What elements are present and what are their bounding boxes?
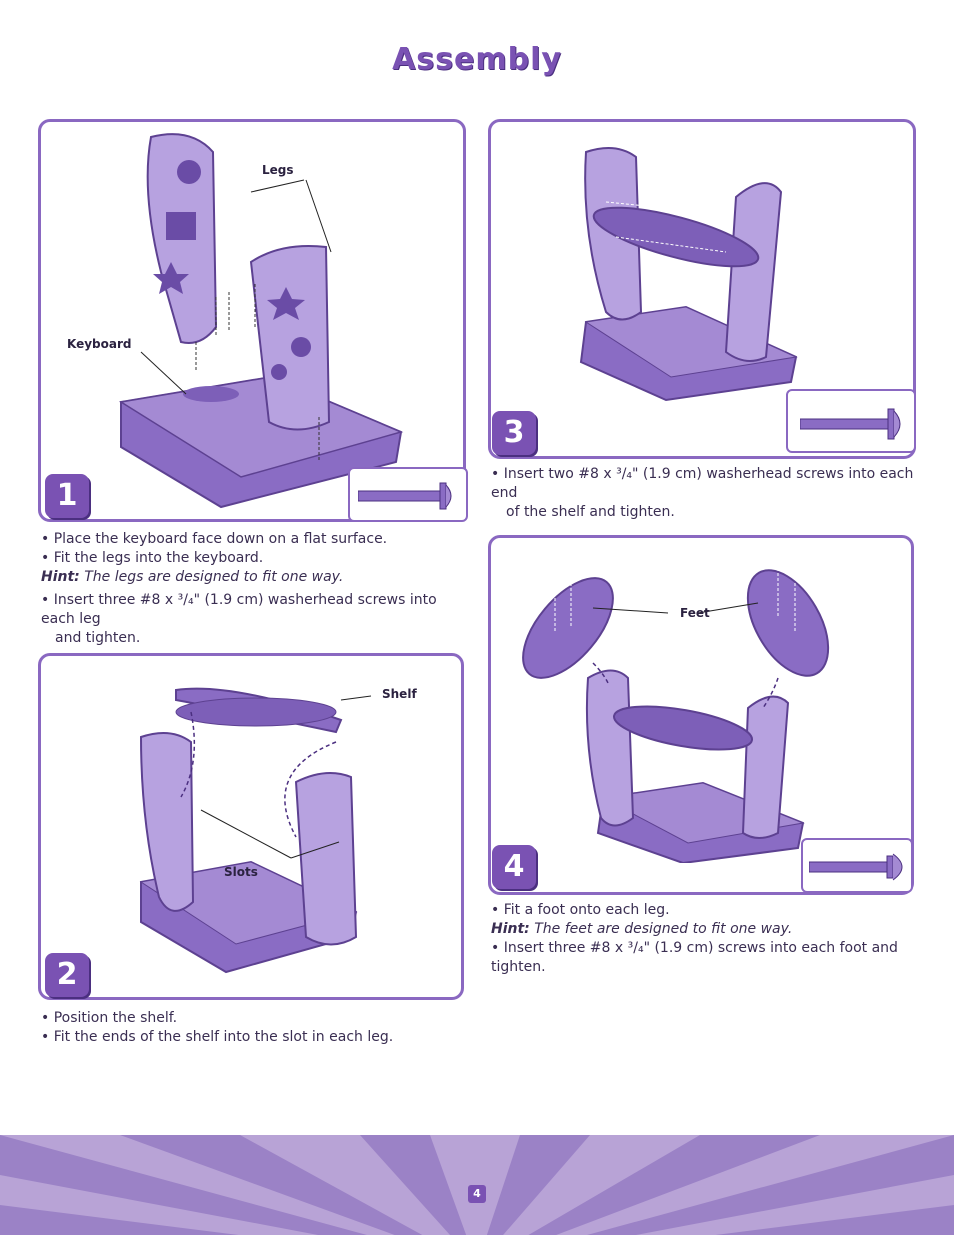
step-4-illustration	[522, 568, 830, 863]
feet-label: Feet	[680, 606, 710, 620]
step-1-instructions: • Place the keyboard face down on a flat…	[41, 530, 471, 648]
keyboard-label: Keyboard	[67, 337, 132, 351]
screw-callout-3	[786, 389, 916, 453]
hint-label: Hint:	[491, 921, 530, 937]
step-number-1: 1	[45, 474, 89, 518]
step-2-panel: Shelf Slots 2	[38, 653, 464, 1000]
step-3-bullet-cont: of the shelf and tighten.	[506, 504, 675, 520]
washerhead-screw-icon	[800, 408, 901, 440]
step-4-instructions: • Fit a foot onto each leg. Hint: The fe…	[491, 901, 941, 977]
step-2-instructions: • Position the shelf. • Fit the ends of …	[41, 1009, 471, 1047]
hint-text: The feet are designed to fit one way.	[534, 921, 793, 937]
footer-band	[0, 1135, 954, 1235]
screw-callout-1	[348, 467, 468, 522]
washerhead-screw-icon	[358, 482, 452, 510]
step-number-4: 4	[492, 845, 536, 889]
step-3-illustration	[579, 147, 798, 402]
legs-label: Legs	[262, 163, 294, 177]
step-2-bullet: • Fit the ends of the shelf into the slo…	[41, 1029, 394, 1045]
step-1-panel: Legs Keyboard 1	[38, 119, 468, 522]
hint-label: Hint:	[41, 569, 80, 585]
step-4-bullet: • Insert three #8 x ³/₄" (1.9 cm) screws…	[491, 940, 898, 975]
page-title: Assembly	[392, 42, 562, 77]
step-2-illustration	[139, 687, 372, 974]
step-2-bullet: • Position the shelf.	[41, 1010, 178, 1026]
step-number-3: 3	[492, 411, 536, 455]
sunburst-decoration	[0, 1135, 954, 1235]
hint-text: The legs are designed to fit one way.	[84, 569, 344, 585]
step-1-bullet: • Insert three #8 x ³/₄" (1.9 cm) washer…	[41, 592, 437, 627]
shelf-label: Shelf	[382, 687, 417, 701]
step-4-bullet: • Fit a foot onto each leg.	[491, 902, 670, 918]
step-1-bullet-cont: and tighten.	[55, 630, 141, 646]
step-3-bullet: • Insert two #8 x ³/₄" (1.9 cm) washerhe…	[491, 466, 914, 501]
slots-label: Slots	[224, 865, 258, 879]
screw-icon	[809, 853, 903, 881]
step-4-panel: Feet 4	[488, 535, 914, 895]
step-4-hint: Hint: The feet are designed to fit one w…	[491, 920, 941, 939]
step-3-panel: 3	[488, 119, 916, 459]
step-number-2: 2	[45, 953, 89, 997]
page-number: 4	[468, 1185, 486, 1203]
step-1-hint: Hint: The legs are designed to fit one w…	[41, 568, 471, 587]
step-1-illustration	[118, 133, 404, 509]
step-1-bullet: • Fit the legs into the keyboard.	[41, 550, 264, 566]
screw-callout-4	[801, 838, 913, 893]
step-3-instructions: • Insert two #8 x ³/₄" (1.9 cm) washerhe…	[491, 465, 931, 522]
step-1-bullet: • Place the keyboard face down on a flat…	[41, 531, 388, 547]
